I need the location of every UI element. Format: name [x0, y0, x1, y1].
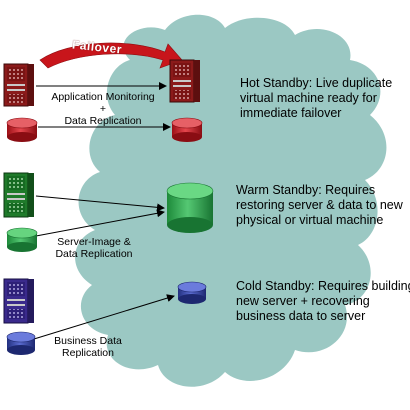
- server-icon: [3, 278, 34, 324]
- warm-replication-line-2: Data Replication: [55, 248, 133, 260]
- hot-replication-label: Application Monitoring + Data Replicatio…: [40, 91, 166, 127]
- hot-replication-line-1: Application Monitoring: [51, 91, 155, 103]
- cold-replication-line-2: Replication: [62, 347, 114, 359]
- hot-replication-line-3: Data Replication: [64, 115, 142, 127]
- hot-replication-line-2: +: [99, 103, 107, 115]
- database-icon: [171, 117, 203, 142]
- warm-standby-line-2: restoring server & data to new: [236, 198, 403, 212]
- cloud-shape: [75, 14, 387, 387]
- warm-replication-line-1: Server-Image &: [57, 236, 131, 248]
- cold-replication-line-1: Business Data: [54, 335, 122, 347]
- cold-replication-label: Business Data Replication: [50, 335, 126, 359]
- cold-standby-line-1: Cold Standby: Requires building: [236, 279, 410, 293]
- warm-standby-line-1: Warm Standby: Requires: [236, 183, 376, 197]
- database-icon: [6, 117, 38, 142]
- database-icon: [177, 281, 207, 304]
- hot-standby-line-1: Hot Standby: Live duplicate: [240, 76, 393, 90]
- cold-standby-description: Cold Standby: Requires building new serv…: [236, 279, 410, 324]
- hot-standby-line-3: immediate failover: [240, 106, 342, 120]
- warm-data-arrow: [35, 209, 165, 237]
- database-icon: [166, 182, 214, 233]
- database-icon: [6, 331, 36, 355]
- warm-replication-label: Server-Image & Data Replication: [46, 236, 142, 260]
- database-icon: [6, 227, 38, 252]
- warm-server-arrow: [35, 195, 165, 212]
- warm-standby-line-3: physical or virtual machine: [236, 213, 384, 227]
- cold-standby-line-3: business data to server: [236, 309, 366, 323]
- cold-data-arrow: [33, 294, 175, 340]
- cold-standby-line-2: new server + recovering: [236, 294, 370, 308]
- server-icon: [3, 63, 34, 107]
- warm-standby-description: Warm Standby: Requires restoring server …: [236, 183, 403, 228]
- server-icon: [3, 172, 34, 218]
- server-icon: [169, 59, 200, 103]
- hot-standby-description: Hot Standby: Live duplicate virtual mach…: [240, 76, 392, 121]
- hot-standby-line-2: virtual machine ready for: [240, 91, 377, 105]
